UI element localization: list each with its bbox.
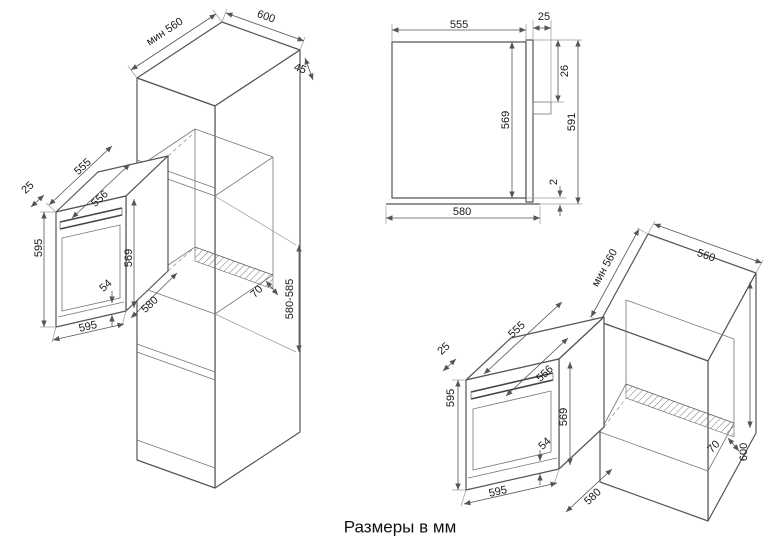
dim-oven-front-lip: 25 xyxy=(435,340,452,357)
dim-tall-niche-height: 580-585 xyxy=(284,279,296,319)
dim-side-handle-depth: 25 xyxy=(538,11,550,23)
oven-door xyxy=(472,390,552,471)
dim-side-body-height: 569 xyxy=(500,111,512,129)
tall-unit-diagram: мин 560 600 45 580-585 70 xyxy=(19,8,314,489)
oven-handle-side xyxy=(532,101,552,115)
dim-tall-min-depth: мин 560 xyxy=(144,16,185,49)
base-unit-diagram: мин 560 560 600 70 xyxy=(435,220,764,522)
base-cabinet xyxy=(599,233,757,522)
dim-side-overall-width: 580 xyxy=(453,206,471,218)
oven-door xyxy=(61,224,121,312)
oven-side-view xyxy=(386,39,552,205)
dim-side-bottom-gap: 2 xyxy=(548,179,560,185)
oven-plinth-line xyxy=(467,457,558,479)
dim-base-niche-height: 600 xyxy=(738,443,750,461)
side-view-dimensions: 555 25 26 569 591 2 xyxy=(385,11,582,224)
dim-tall-top-gap: 45 xyxy=(292,61,308,76)
dim-base-min-depth: мин 560 xyxy=(590,247,620,289)
side-view-diagram: 555 25 26 569 591 2 xyxy=(385,11,582,224)
base-shelf-hatch xyxy=(625,383,735,438)
dim-base-width: 560 xyxy=(695,247,716,264)
dim-oven-body-height: 569 xyxy=(558,408,570,426)
dim-oven-front-height: 595 xyxy=(445,389,457,407)
dim-oven-front-height: 595 xyxy=(33,239,45,257)
dim-oven-body-height: 569 xyxy=(123,249,135,267)
dim-tall-width: 600 xyxy=(255,8,276,25)
oven-door-panel xyxy=(525,39,534,203)
dim-side-handle-offset: 26 xyxy=(559,65,571,77)
dim-oven-depth: 555 xyxy=(72,156,94,177)
caption: Размеры в мм xyxy=(344,517,457,536)
oven-plinth-line xyxy=(57,301,125,318)
dim-oven-front-lip: 25 xyxy=(19,179,36,196)
dim-oven-front-width: 595 xyxy=(488,484,509,500)
dim-side-body-width: 555 xyxy=(450,19,468,31)
dim-oven-front-width: 595 xyxy=(78,319,99,335)
oven-body xyxy=(391,41,527,199)
dim-oven-body-width: 580 xyxy=(582,486,604,507)
dim-side-overall-height: 591 xyxy=(566,113,578,131)
